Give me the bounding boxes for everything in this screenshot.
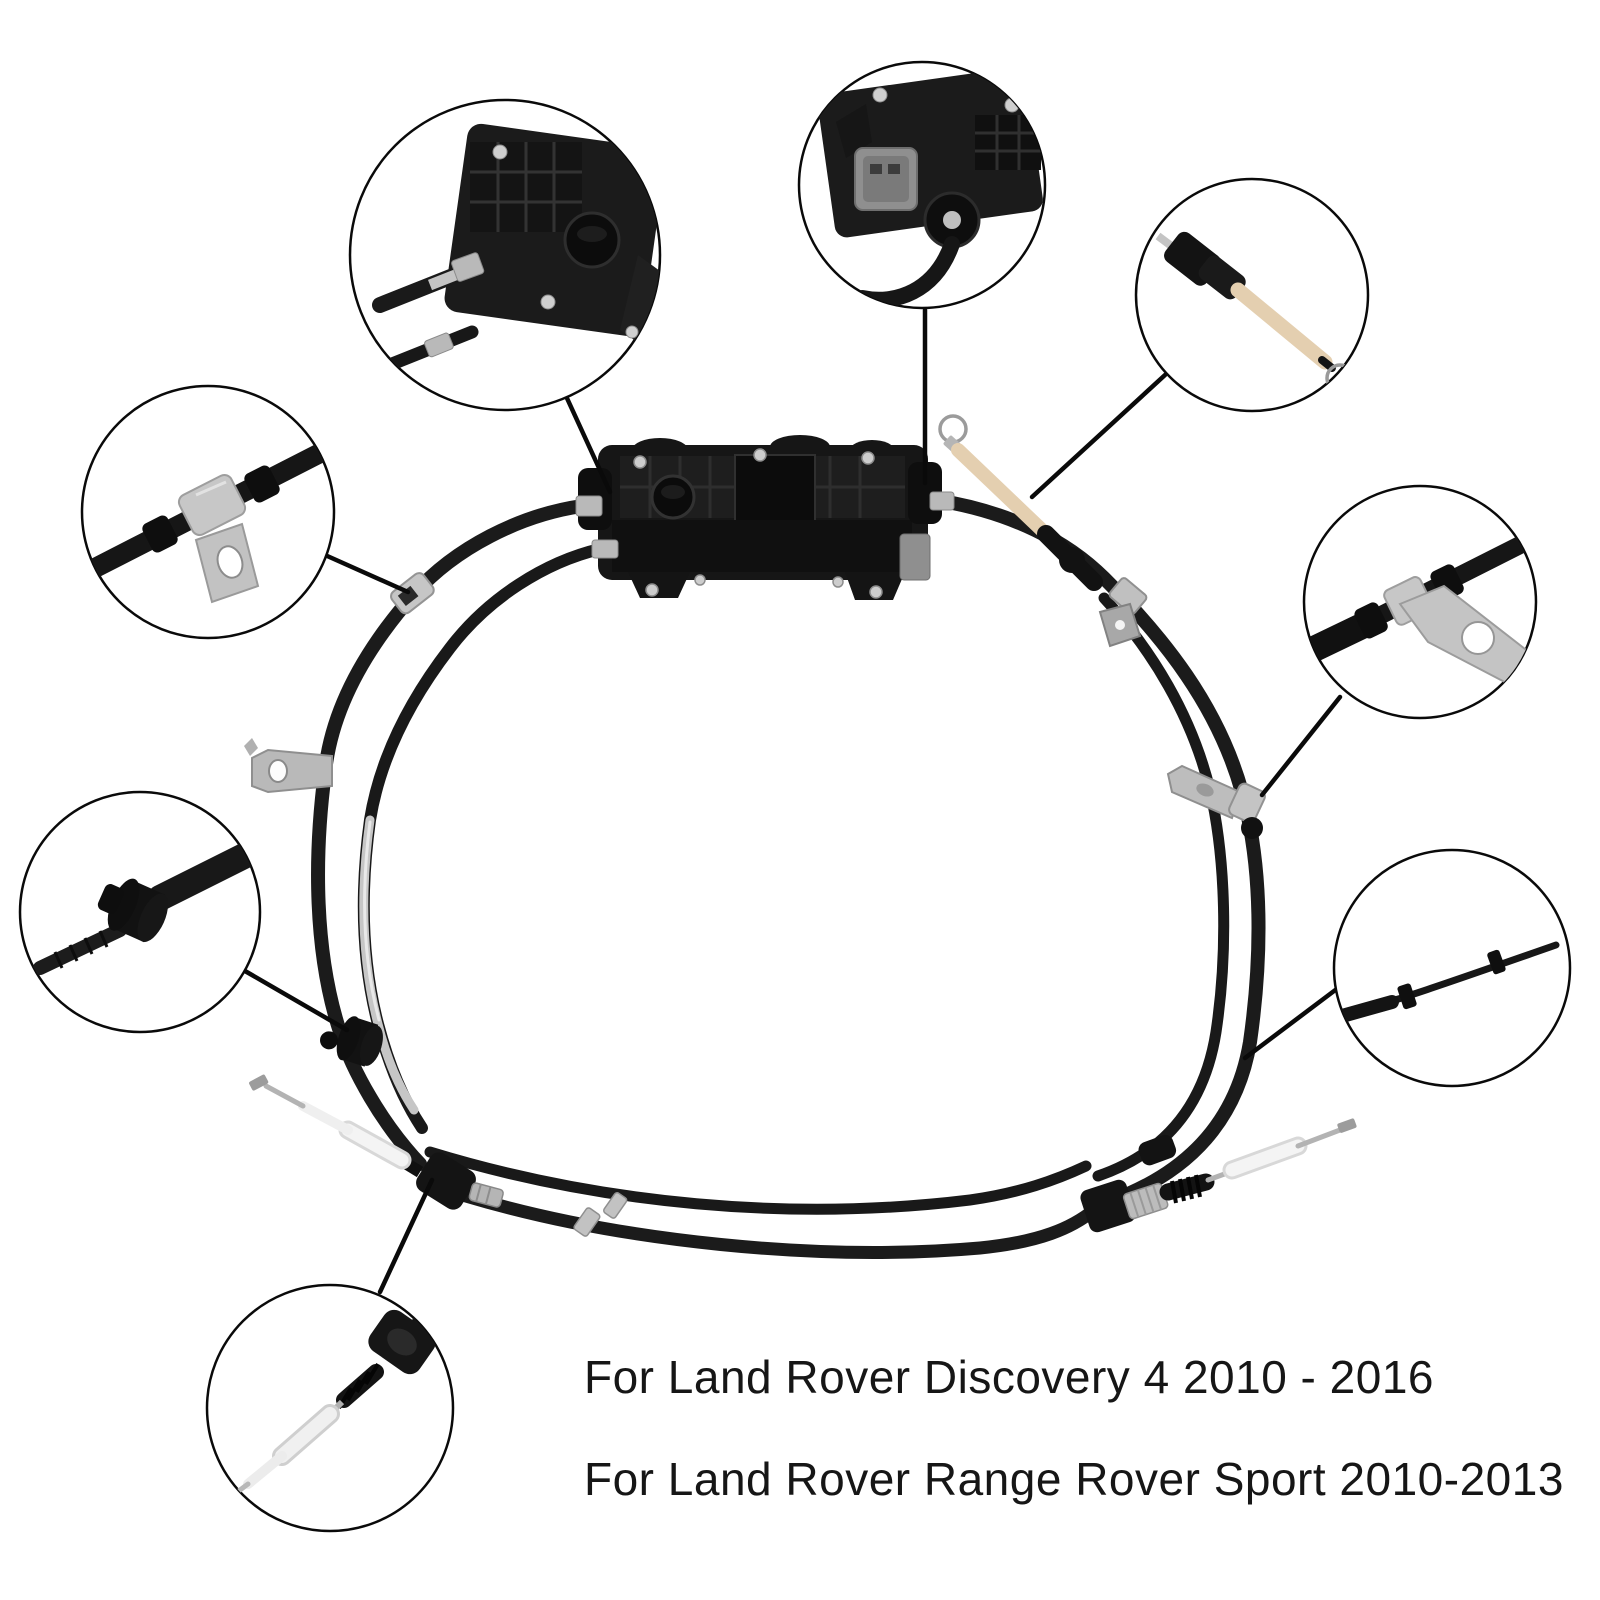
screws: [633, 448, 883, 599]
bellows-ribs: [1170, 1174, 1202, 1204]
callout-actuator-connector: [797, 60, 1047, 310]
mount-tab-icon: [85, 438, 334, 604]
fitment-caption-line1: For Land Rover Discovery 4 2010 - 2016: [584, 1351, 1434, 1403]
bottom-right-cable-end: [1080, 1118, 1357, 1233]
leader-line-5: [1259, 694, 1343, 798]
bottom-left-cable-end: [249, 1074, 628, 1237]
left-inner-cable: [357, 543, 606, 1134]
right-inner-cable: [1092, 592, 1230, 1182]
actuator-cable-inlet-icon: [365, 123, 660, 379]
left-cable-clip: [390, 572, 435, 615]
bottom-cable-upper: [424, 1146, 1092, 1215]
fitment-caption-line2: For Land Rover Range Rover Sport 2010-20…: [584, 1453, 1564, 1505]
leader-line-3: [1029, 372, 1168, 500]
gray-block: [899, 533, 931, 581]
right-mount-bracket: [1166, 764, 1266, 839]
leader-line-8: [377, 1177, 435, 1295]
right-junction: [1098, 577, 1148, 648]
left-mount-tab: [244, 738, 333, 794]
callout-release-cable: [1134, 177, 1370, 413]
leader-line-4: [322, 552, 411, 595]
leader-lines: [242, 307, 1343, 1295]
leader-line-7: [1242, 985, 1341, 1061]
actuator-connector-icon: [817, 67, 1043, 308]
callout-cable-end: [205, 1283, 455, 1533]
braided-sleeve: [359, 815, 419, 1115]
grommet-icon: [33, 839, 260, 975]
release-pull-cable: [938, 414, 1103, 591]
leader-line-1: [563, 393, 613, 495]
callout-grommet: [18, 790, 262, 1034]
cable-fittings: [244, 414, 1357, 1237]
braided-sleeve-highlight: [363, 820, 381, 1022]
actuator-module: [575, 435, 955, 600]
release-cable-icon: [1155, 231, 1355, 393]
callout-mount-tab: [80, 384, 336, 640]
leader-line-6: [242, 968, 350, 1033]
cable-sleeve-icon: [1335, 941, 1560, 1023]
callout-cable-sleeve: [1332, 848, 1572, 1088]
right-outer-cable: [929, 493, 1266, 1201]
left-outer-cable: [311, 499, 589, 1171]
left-cable-nut: [575, 495, 603, 517]
left-lower-nut: [591, 539, 619, 559]
cable-grommet: [319, 1016, 383, 1067]
callout-actuator-cable-inlet: [348, 98, 662, 412]
right-cable-nut: [929, 491, 955, 511]
callout-mount-bracket: [1302, 484, 1538, 720]
